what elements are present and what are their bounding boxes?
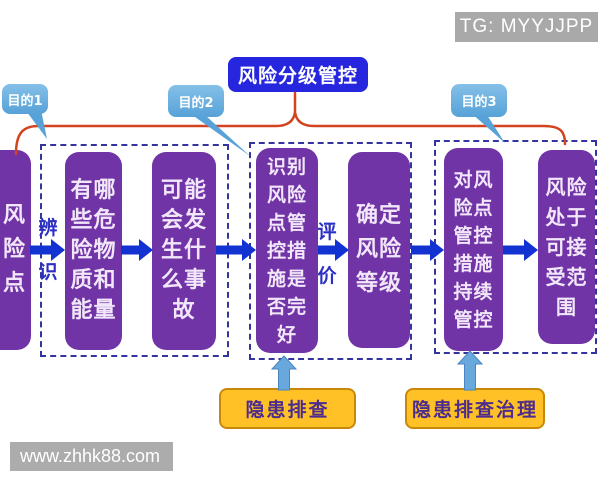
edge-label-identify: 辨 识 [38, 217, 58, 283]
callout-goal-2: 目的2 [168, 85, 224, 117]
flow-box-identify-measures: 识别 风险 点管 控措 施是 否完 好 [256, 148, 318, 353]
flow-box-text: 风 险 点 [2, 203, 26, 296]
flow-arrow-6 [503, 239, 538, 261]
flow-box-text: 可能 会发 生什 么事 故 [160, 178, 207, 323]
flow-box-text: 对风 险点 管控 措施 持续 管控 [453, 168, 494, 331]
flow-arrow-3 [216, 239, 256, 261]
red-connector-line [14, 91, 567, 156]
flow-box-text: 识别 风险 点管 控措 施是 否完 好 [266, 155, 307, 346]
flow-arrow-2 [121, 239, 153, 261]
flow-box-continuous-control: 对风 险点 管控 措施 持续 管控 [444, 148, 503, 351]
flow-box-risk-point: 风 险 点 [0, 150, 31, 350]
bottom-box-hazard-inspection: 隐患排查 [219, 388, 356, 429]
tg-watermark-badge: TG: MYYJJPP [455, 12, 598, 42]
flow-box-text: 确定 风险 等级 [355, 203, 402, 296]
flow-arrow-1 [30, 239, 65, 261]
flow-arrow-5 [411, 239, 444, 261]
up-arrow-1 [270, 355, 298, 391]
flow-box-possible-accidents: 可能 会发 生什 么事 故 [152, 152, 216, 350]
flow-arrow-4 [318, 239, 349, 261]
callout-tail-3 [470, 112, 505, 143]
flow-box-determine-level: 确定 风险 等级 [348, 152, 410, 348]
flow-box-text: 有哪 些危 险物 质和 能量 [70, 178, 117, 323]
diagram-title: 风险分级管控 [228, 57, 368, 92]
edge-label-evaluate: 评 价 [317, 221, 337, 287]
flow-box-acceptable-range: 风险 处于 可接 受范 围 [538, 150, 595, 344]
flow-box-hazard-substances: 有哪 些危 险物 质和 能量 [65, 152, 122, 350]
up-arrow-2 [456, 350, 484, 391]
callout-goal-3: 目的3 [451, 84, 507, 117]
bottom-box-hazard-inspection-treatment: 隐患排查治理 [405, 388, 545, 429]
callout-tail-2 [188, 112, 250, 156]
flow-box-text: 风险 处于 可接 受范 围 [545, 175, 588, 319]
callout-goal-1: 目的1 [2, 84, 48, 114]
site-watermark: www.zhhk88.com [10, 442, 173, 471]
callout-tail-1 [24, 108, 47, 139]
